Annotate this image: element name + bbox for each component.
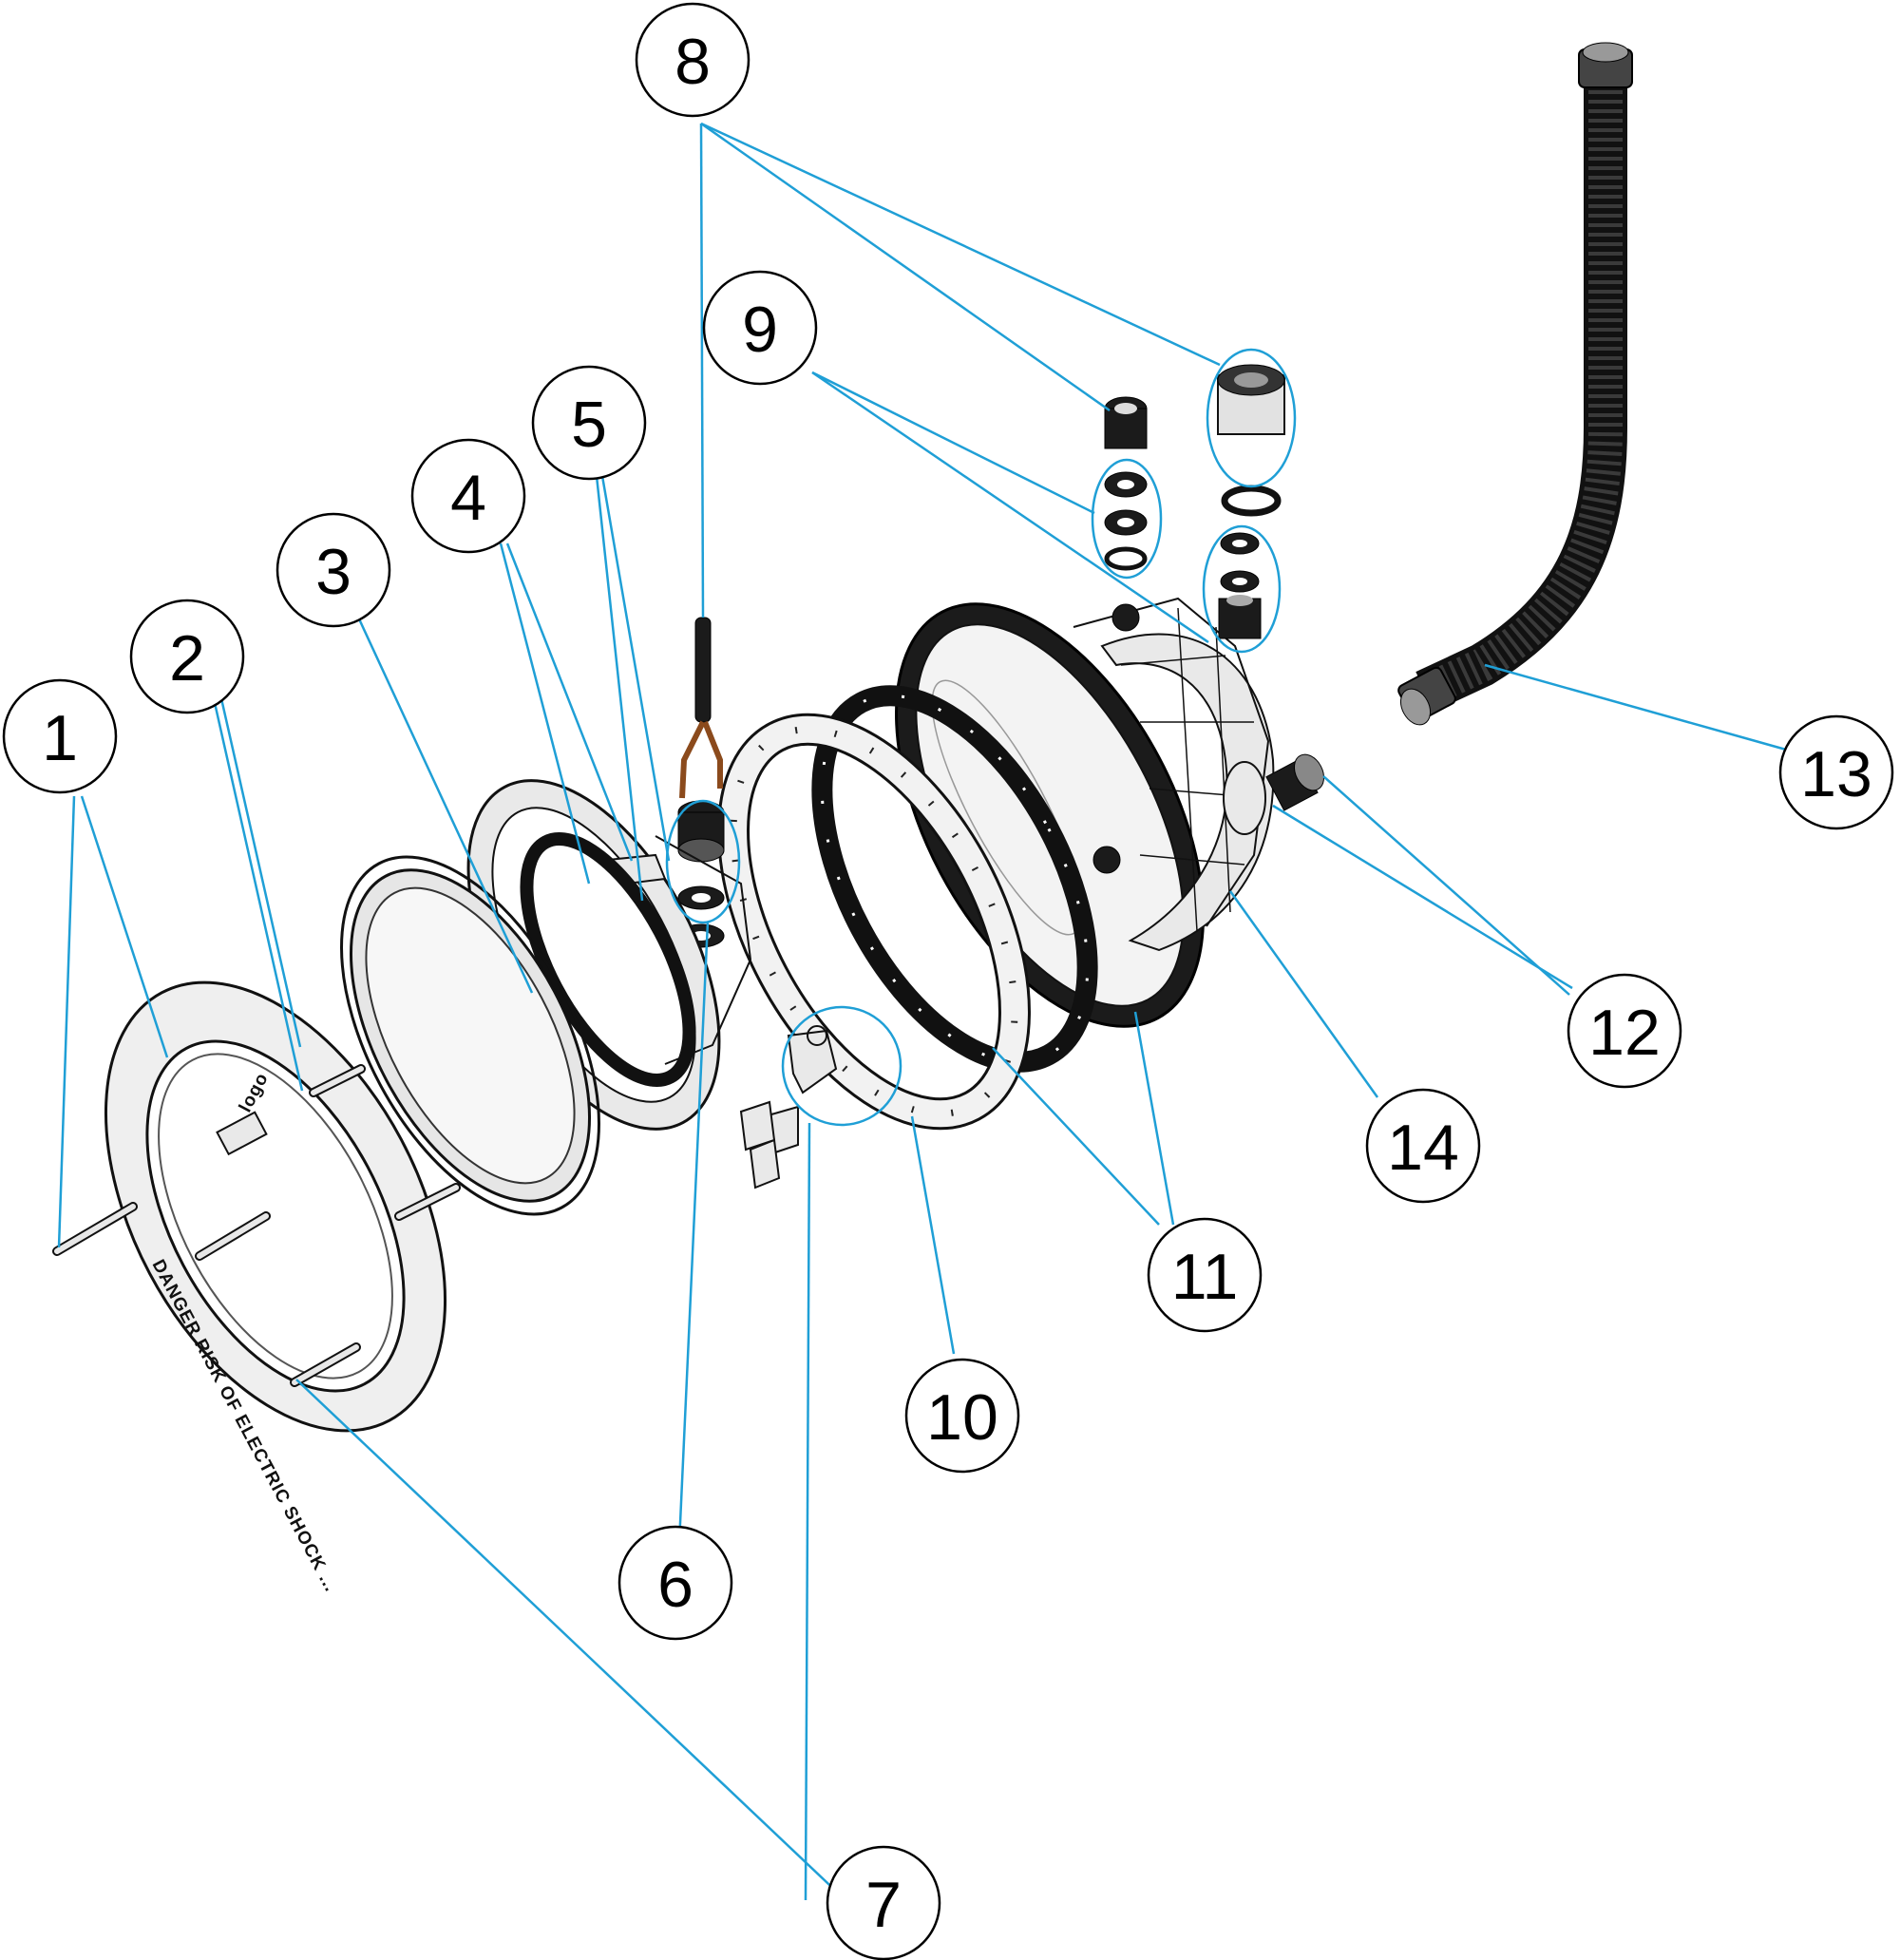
callout-11: 11 [1147, 1217, 1263, 1333]
callout-8: 8 [635, 2, 750, 118]
bolts [52, 1064, 461, 1387]
callout-4: 4 [410, 438, 526, 554]
callout-label: 1 [42, 702, 78, 774]
callout-5: 5 [531, 365, 647, 481]
part-11-gasket [811, 685, 1098, 1073]
part-10-flange [717, 713, 1031, 1131]
callout-label: 5 [571, 389, 607, 461]
leader-lines [57, 122, 1787, 1901]
callout-label: 13 [1800, 738, 1872, 810]
callout-2: 2 [129, 599, 245, 714]
callout-14: 14 [1365, 1088, 1481, 1204]
part-9-gland-seals [1104, 471, 1262, 639]
callout-label: 2 [169, 622, 205, 695]
part-13-conduit [1397, 42, 1633, 726]
callout-label: 6 [657, 1549, 694, 1621]
part-7-clip [749, 1025, 838, 1189]
callout-1: 1 [2, 678, 118, 794]
callout-label: 10 [926, 1381, 998, 1454]
callout-6: 6 [618, 1525, 733, 1641]
part-2-lens [340, 855, 600, 1216]
part-12-fitting [1265, 753, 1325, 811]
kit-group-outlines [665, 348, 1297, 1127]
callout-12: 12 [1567, 973, 1682, 1089]
callout-10: 10 [904, 1358, 1020, 1474]
part-3-o-ring [520, 832, 696, 1087]
callout-label: 12 [1588, 997, 1661, 1069]
callout-label: 4 [450, 462, 486, 534]
callout-label: 3 [315, 536, 352, 608]
callout-label: 11 [1171, 1241, 1239, 1313]
callout-3: 3 [276, 512, 391, 628]
callout-label: 14 [1387, 1112, 1459, 1184]
callout-label: 8 [674, 26, 711, 98]
callout-13: 13 [1778, 714, 1894, 830]
callout-9: 9 [702, 270, 818, 386]
callout-7: 7 [826, 1845, 941, 1960]
callout-label: 9 [742, 294, 778, 366]
part-5-cable-and-gland [677, 617, 725, 948]
callout-label: 7 [865, 1869, 902, 1941]
part-8-gland-nut [1104, 364, 1285, 517]
